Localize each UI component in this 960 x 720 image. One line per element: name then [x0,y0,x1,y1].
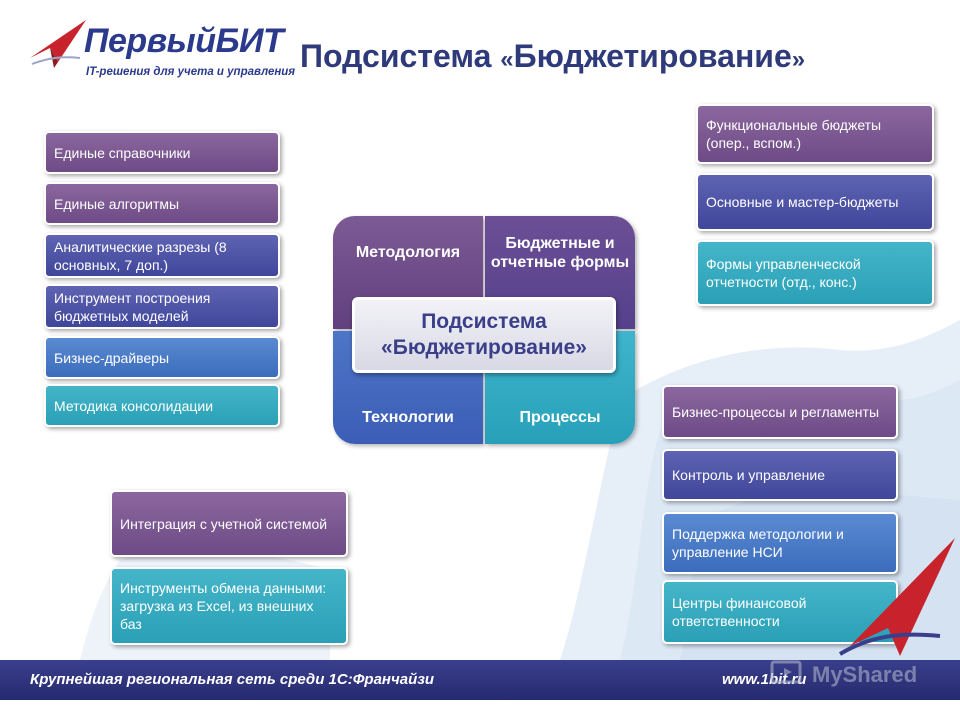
page-title-close-quote: » [791,46,806,73]
left-box-label: Методика консолидации [54,397,214,414]
page-title-main: Бюджетирование [513,38,792,74]
right-box-label: Формы управленческой отчетности (отд., к… [706,256,861,290]
center-title-box: Подсистема «Бюджетирование» [352,297,616,373]
left-box-label: Аналитические разрезы (8 основных, 7 доп… [54,238,227,273]
left-box-label: Единые алгоритмы [54,195,180,212]
right-box-methodology-support: Поддержка методологии и управление НСИ [662,512,898,574]
bottom-strip [0,700,960,720]
left-box-consolidation: Методика консолидации [44,384,280,427]
left-box-business-drivers: Бизнес-драйверы [44,336,280,379]
page-title-prefix: Подсистема [300,38,501,74]
quadrant-label: Бюджетные и отчетные формы [490,234,630,271]
footer-slogan: Крупнейшая региональная сеть среди 1С:Фр… [30,671,435,688]
bottom-box-label: Интеграция с учетной системой [120,515,328,532]
left-box-label: Единые справочники [54,144,191,161]
right-box-label: Контроль и управление [672,467,825,483]
bottom-box-data-exchange: Инструменты обмена данными: загрузка из … [110,567,348,645]
watermark-screen-icon [770,660,802,684]
left-box-algorithms: Единые алгоритмы [44,182,280,225]
right-box-functional-budgets: Функциональные бюджеты (опер., вспом.) [696,104,934,164]
right-box-master-budgets: Основные и мастер-бюджеты [696,173,934,231]
logo-name: ПервыйБИТ [84,22,284,61]
page-title-open-quote: « [500,46,514,73]
left-box-label: Инструмент построения бюджетных моделей [54,289,211,324]
right-box-label: Бизнес-процессы и регламенты [672,404,880,420]
left-box-label: Бизнес-драйверы [54,349,170,366]
right-box-management-reports: Формы управленческой отчетности (отд., к… [696,240,934,306]
header: ПервыйБИТ IT-решения для учета и управле… [0,0,960,100]
left-box-directories: Единые справочники [44,131,280,174]
quadrant-label: Процессы [519,409,601,426]
bottom-box-label: Инструменты обмена данными: загрузка из … [120,580,327,632]
quadrant-label: Методология [355,244,461,261]
watermark: MyShared [770,656,940,692]
right-box-control: Контроль и управление [662,449,898,501]
page-title: Подсистема «Бюджетирование» [300,38,805,75]
right-box-responsibility-centers: Центры финансовой ответственности [662,580,898,644]
bottom-box-integration: Интеграция с учетной системой [110,490,348,557]
quadrant-label: Технологии [362,409,454,426]
brand-swoosh-icon [838,538,955,656]
logo-tagline: IT-решения для учета и управления [86,66,296,78]
watermark-text: MyShared [812,662,918,687]
center-title-line2: «Бюджетирование» [381,336,587,359]
right-box-label: Функциональные бюджеты (опер., вспом.) [706,117,882,151]
right-box-business-processes: Бизнес-процессы и регламенты [662,385,898,439]
logo-name-part1: Первый [84,22,216,60]
left-box-analytic-sections: Аналитические разрезы (8 основных, 7 доп… [44,233,280,278]
left-box-model-tool: Инструмент построения бюджетных моделей [44,284,280,329]
logo: ПервыйБИТ IT-решения для учета и управле… [28,18,295,88]
right-box-label: Поддержка методологии и управление НСИ [672,526,844,560]
logo-name-part2: БИТ [215,22,284,60]
right-box-label: Основные и мастер-бюджеты [706,194,899,210]
right-box-label: Центры финансовой ответственности [672,595,807,629]
center-title-line1: Подсистема [421,310,547,333]
logo-swoosh-icon [30,20,86,68]
